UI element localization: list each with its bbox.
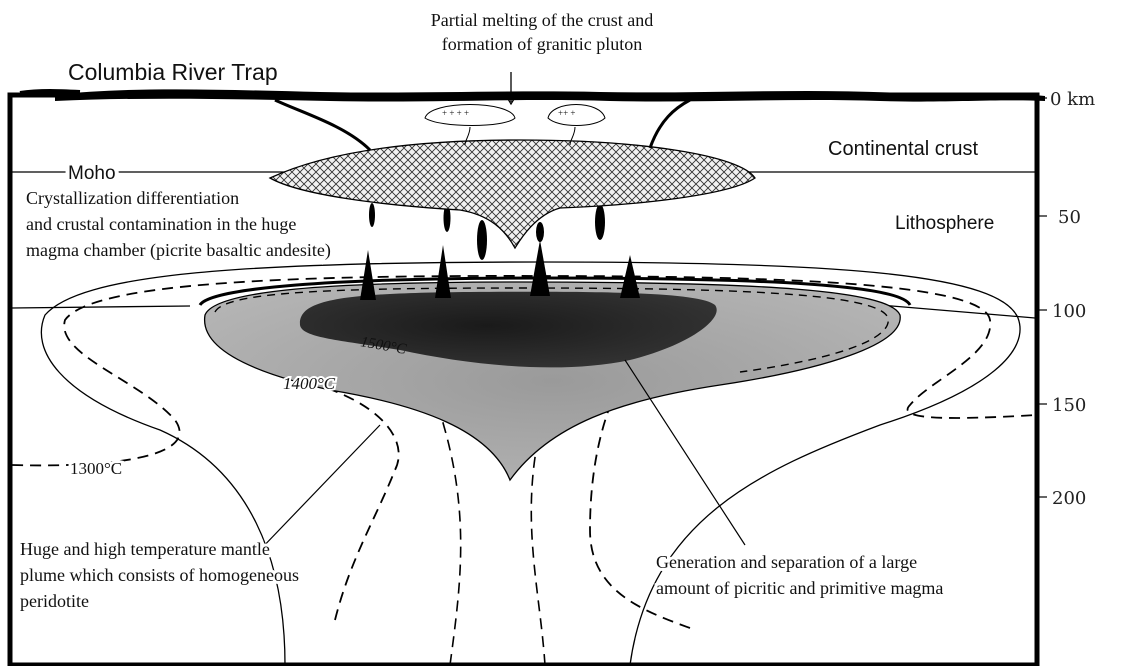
magma-note-line1: Generation and separation of a large (656, 552, 917, 572)
top-annotation-line1: Partial melting of the crust and (431, 10, 653, 30)
flood-basalt-tail-left (20, 91, 80, 93)
depth-tick-0: 0 km (1050, 89, 1095, 110)
lithosphere-label: Lithosphere (895, 213, 994, 234)
continental-crust-label: Continental crust (828, 138, 979, 160)
magma-note-line2: amount of picritic and primitive magma (656, 578, 943, 598)
flood-basalt-layer (55, 89, 1045, 101)
depth-tick-150: 150 (1052, 395, 1086, 416)
top-annotation-line2: formation of granitic pluton (442, 34, 642, 54)
plume-note: Huge and high temperature mantle plume w… (20, 539, 299, 611)
plume-note-line2: plume which consists of homogeneous (20, 565, 299, 585)
depth-tick-100: 100 (1052, 301, 1086, 322)
diagram-title: Columbia River Trap (68, 59, 278, 85)
plume-label-pointer (258, 425, 380, 552)
moho-label: Moho (68, 163, 116, 184)
isotherm-1400-label: 1400°C (283, 374, 336, 393)
plume-note-line1: Huge and high temperature mantle (20, 539, 270, 559)
crustal-magma-chamber (270, 140, 755, 248)
isotherm-1300-label: 1300°C (70, 459, 122, 478)
magma-chamber-note-line2: and crustal contamination in the huge (26, 214, 296, 234)
depth-tick-200: 200 (1052, 488, 1086, 509)
conduit-dashed-left (300, 380, 399, 620)
svg-text:++ +: ++ + (558, 108, 575, 118)
magma-note: Generation and separation of a large amo… (656, 552, 943, 598)
svg-text:+ + + +: + + + + (442, 108, 469, 118)
magma-chamber-note: Crystallization differentiation and crus… (26, 188, 331, 261)
magma-chamber-note-line3: magma chamber (picrite basaltic andesite… (26, 240, 331, 261)
plume-note-line3: peridotite (20, 591, 89, 611)
magma-chamber-note-line1: Crystallization differentiation (26, 188, 239, 208)
depth-tick-50: 50 (1058, 207, 1081, 228)
